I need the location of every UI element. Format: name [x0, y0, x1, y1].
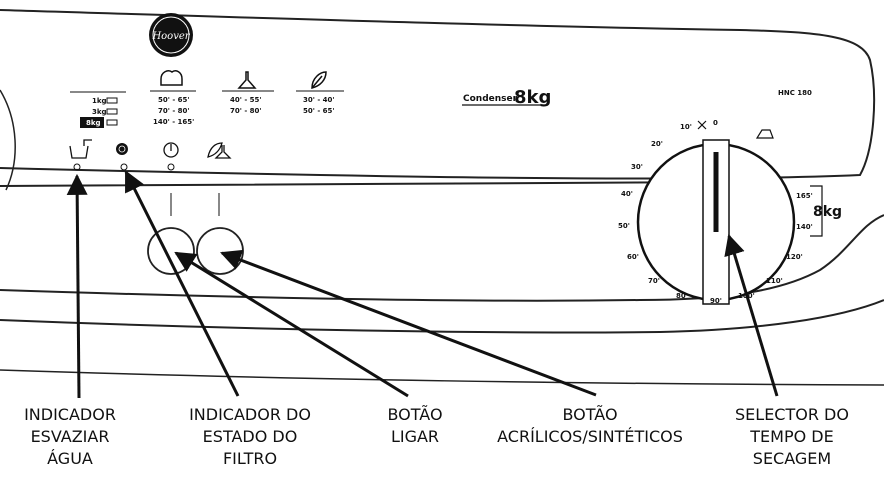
load-option-1: 1kg: [92, 97, 107, 105]
model-label: HNC 180: [778, 89, 812, 97]
svg-text:70' - 80': 70' - 80': [158, 107, 190, 115]
dial-tick-30: 30': [631, 163, 643, 171]
synthetics-button[interactable]: [196, 227, 244, 275]
arrow-synthetics-button: [220, 249, 597, 397]
power-button[interactable]: [147, 227, 195, 275]
callout-synthetics-button: BOTÃO ACRÍLICOS/SINTÉTICOS: [497, 405, 683, 446]
empty-water-indicator: [69, 139, 92, 171]
program-synthetics: 40' - 55' 70' - 80': [222, 71, 274, 115]
dial-tick-140: 140': [796, 223, 813, 231]
water-tank-icon: [69, 139, 92, 159]
program-delicates: 30' - 40' 50' - 65': [296, 71, 344, 115]
dial-tick-110: 110': [766, 277, 783, 285]
svg-text:30' - 40': 30' - 40': [303, 96, 335, 104]
program-cotton: 50' - 65' 70' - 80' 140' - 165': [150, 70, 196, 126]
dial-tick-120: 120': [786, 253, 803, 261]
svg-text:50' - 65': 50' - 65': [158, 96, 190, 104]
filter-status-indicator: [116, 143, 128, 171]
condenser-label: Condenser: [463, 94, 518, 104]
svg-text:40' - 55': 40' - 55': [230, 96, 262, 104]
logo-text: Hoover: [151, 31, 190, 42]
svg-text:140' - 165': 140' - 165': [153, 118, 194, 126]
filter-icon: [116, 143, 128, 155]
power-icon: [163, 142, 179, 158]
time-selector-dial[interactable]: [636, 139, 796, 305]
dial-tick-10: 10': [680, 123, 692, 131]
svg-text:50' - 65': 50' - 65': [303, 107, 335, 115]
dial-zero: 0: [713, 119, 718, 127]
dial-tick-165: 165': [796, 192, 813, 200]
synthetics-delicate-icon: [207, 142, 232, 159]
synthetics-icon: [237, 71, 257, 89]
dial-iron-icon: [755, 129, 774, 139]
dial-scale: 10' 20' 30' 40' 50' 60' 70' 80' 90' 100'…: [618, 119, 842, 305]
synthetics-button-icon: [207, 142, 232, 159]
power-indicator: [163, 142, 179, 171]
dial-8kg-label: 8kg: [813, 204, 842, 220]
load-option-3: 8kg: [86, 119, 101, 127]
leader-arrows: [66, 170, 779, 399]
dial-tick-70: 70': [648, 277, 660, 285]
dial-tick-90: 90': [710, 297, 722, 305]
arrow-filter-status: [124, 170, 240, 397]
load-option-2: 3kg: [92, 108, 107, 116]
arrow-power-button: [174, 251, 409, 398]
load-selector: 1kg 3kg 8kg: [70, 91, 126, 128]
callout-time-selector: SELECTOR DO TEMPO DE SECAGEM: [735, 405, 849, 468]
condenser-capacity: 8kg: [514, 87, 551, 108]
callout-filter-status: INDICADOR DO ESTADO DO FILTRO: [189, 405, 311, 468]
arrow-time-selector: [724, 233, 779, 397]
dial-tick-60: 60': [627, 253, 639, 261]
dial-tick-20: 20': [651, 140, 663, 148]
dial-tick-40: 40': [621, 190, 633, 198]
callout-empty-water: INDICADOR ESVAZIAR ÁGUA: [24, 405, 116, 468]
dial-cool-icon: [697, 120, 707, 130]
arrow-empty-water: [66, 173, 88, 399]
brand-logo: Hoover: [149, 13, 193, 57]
dial-tick-50: 50': [618, 222, 630, 230]
cotton-icon: [160, 70, 183, 86]
dial-8kg-bracket: [810, 185, 823, 237]
dryer-control-panel: Hoover HNC 180 Condenser 8kg 1kg 3kg 8kg…: [0, 9, 884, 399]
dial-tick-80: 80': [676, 292, 688, 300]
svg-text:70' - 80': 70' - 80': [230, 107, 262, 115]
delicates-icon: [311, 71, 327, 89]
callout-power-button: BOTÃO LIGAR: [387, 405, 443, 446]
condenser-badge: Condenser 8kg: [462, 87, 551, 108]
